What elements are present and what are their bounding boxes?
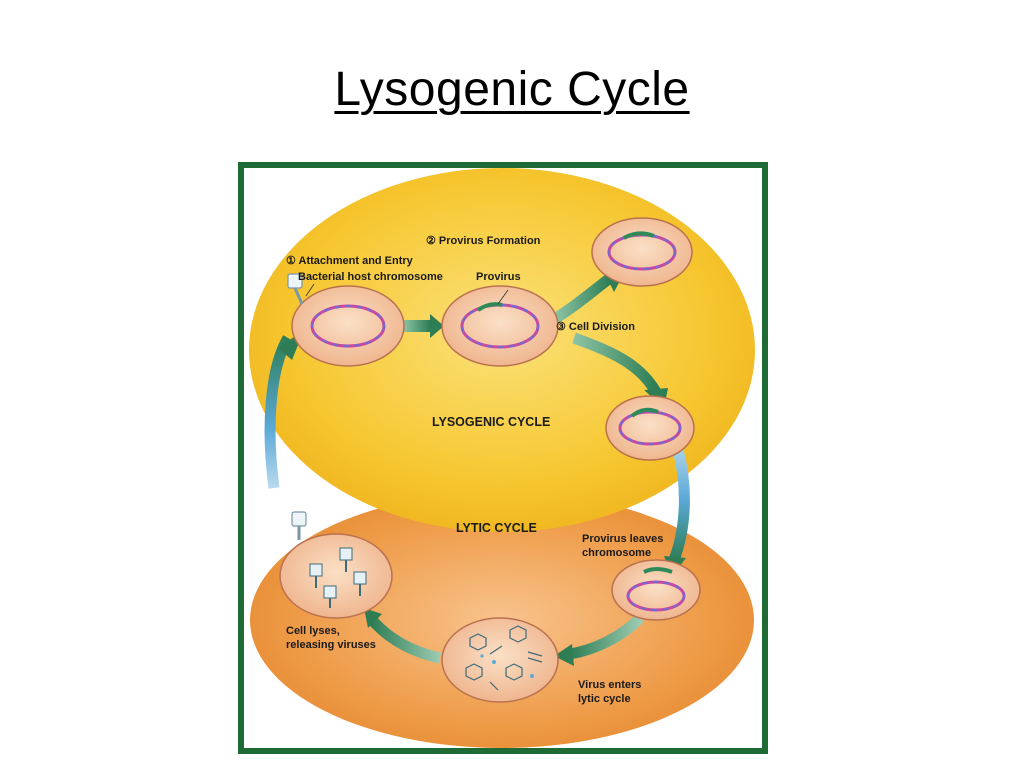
arrow-division-up (553, 273, 614, 323)
arrow-lyses (367, 616, 442, 664)
cell-provirus-leaves (611, 559, 701, 621)
arrow-lyses-head (364, 608, 382, 628)
arrow-enter-lytic (568, 614, 644, 660)
label-virus-enters-2: lytic cycle (578, 693, 631, 705)
label-virus-enters-1: Virus enters (578, 679, 641, 691)
label-provirus: Provirus (476, 271, 521, 283)
cell-lytic-assembly (441, 617, 559, 703)
arrow-to-lytic (668, 448, 690, 562)
label-cell-lyses-2: releasing viruses (286, 639, 376, 651)
phage-icon (287, 273, 304, 305)
cell-division-top (591, 217, 693, 287)
label-step2: ② Provirus Formation (426, 235, 541, 247)
label-step1: ① Attachment and Entry (286, 255, 414, 267)
cell-lysis (279, 533, 393, 619)
label-host-chromosome: Bacterial host chromosome (298, 271, 443, 283)
label-provirus-leaves-1: Provirus leaves (582, 533, 663, 545)
cell-division-bottom (605, 395, 695, 461)
escaping-phage-icon (291, 511, 307, 540)
arrow-entry-provirus (404, 320, 430, 332)
lysogenic-cycle-figure: ① Attachment and Entry Bacterial host ch… (238, 162, 768, 754)
cell-attachment (291, 285, 405, 367)
label-step3: ③ Cell Division (556, 321, 635, 333)
label-cell-lyses-1: Cell lyses, (286, 625, 340, 637)
arrow-enter-lytic-head (554, 644, 574, 666)
cycle-diagram: ① Attachment and Entry Bacterial host ch… (249, 168, 755, 748)
slide-title: Lysogenic Cycle (334, 63, 690, 116)
arrow-division-down (572, 332, 661, 395)
released-phage-icon (309, 547, 367, 608)
label-provirus-leaves-2: chromosome (582, 547, 651, 559)
cell-provirus (441, 285, 559, 367)
label-lytic-cycle: LYTIC CYCLE (456, 521, 537, 535)
label-lysogenic-cycle: LYSOGENIC CYCLE (432, 415, 550, 429)
arrow-entry-provirus-head (430, 314, 444, 338)
